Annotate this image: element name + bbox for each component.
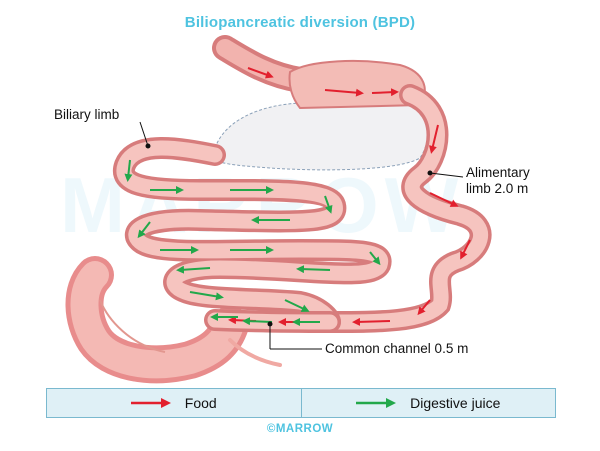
legend-food-label: Food [184, 395, 217, 411]
legend-item-digestive-juice: Digestive juice [300, 389, 556, 417]
biliary-limb [113, 137, 392, 333]
legend-item-food: Food [47, 389, 301, 417]
copyright-footer: ©MARROW [266, 423, 334, 435]
digestive-juice-arrows [124, 159, 381, 326]
alimentary-limb-label-line1: Alimentary [466, 165, 530, 180]
resected-stomach [214, 102, 429, 171]
legend-juice-label: Digestive juice [410, 395, 501, 411]
alimentary-limb-label: Alimentary limb 2.0 m [466, 165, 530, 197]
alimentary-limb [319, 84, 492, 333]
legend: Food Digestive juice [46, 388, 556, 418]
label-leader-lines [139, 121, 464, 350]
green-arrow-icon [356, 398, 397, 408]
red-arrow-icon [130, 398, 171, 408]
stomach-pouch [212, 35, 426, 110]
alimentary-limb-label-line2: limb 2.0 m [466, 181, 529, 196]
biliary-limb-label: Biliary limb [54, 107, 120, 122]
diagram-title: Biliopancreatic diversion (BPD) [184, 14, 416, 31]
colon [65, 256, 282, 384]
common-channel-label: Common channel 0.5 m [325, 341, 469, 356]
